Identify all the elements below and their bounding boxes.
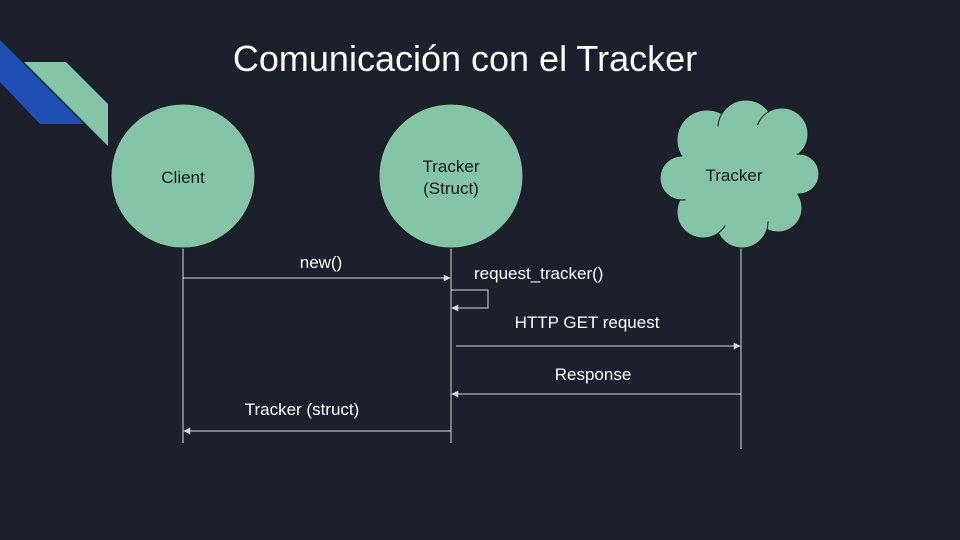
participant-client: Client — [110, 103, 256, 249]
slide-title: Comunicación con el Tracker — [232, 38, 698, 79]
corner-accent-green — [24, 62, 108, 146]
message-tracker-struct-return-label: Tracker (struct) — [245, 400, 360, 419]
message-response: Response — [451, 365, 741, 398]
participant-tracker-struct: Tracker (Struct) — [378, 103, 524, 249]
message-new-label: new() — [300, 253, 343, 272]
participant-tracker-remote-label: Tracker — [706, 166, 763, 185]
message-tracker-struct-return: Tracker (struct) — [183, 400, 451, 435]
participant-client-label: Client — [161, 168, 205, 187]
participant-tracker-remote: Tracker — [659, 99, 820, 249]
message-new: new() — [183, 253, 451, 282]
message-http-get: HTTP GET request — [456, 313, 741, 350]
message-response-label: Response — [555, 365, 632, 384]
corner-accent-blue — [0, 40, 84, 124]
participant-tracker-struct-label-line2: (Struct) — [423, 179, 479, 198]
message-request-tracker: request_tracker() — [451, 264, 603, 312]
participant-tracker-struct-label-line1: Tracker — [423, 157, 480, 176]
message-request-tracker-label: request_tracker() — [474, 264, 603, 283]
message-http-get-label: HTTP GET request — [515, 313, 660, 332]
